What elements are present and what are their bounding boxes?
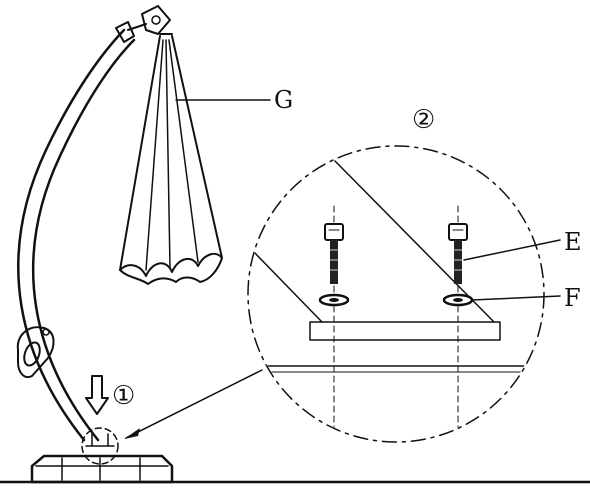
leader-arrow-icon [124,369,263,439]
washer-leader-line [471,295,561,301]
base-bolts [85,433,115,447]
detail-callout-circle [81,427,119,465]
magnified-contents [249,159,543,441]
label-bolt: E [564,228,582,256]
down-arrow-icon [85,375,109,415]
step-2-marker: ② [412,105,435,135]
bolt-right [448,223,468,284]
umbrella-base [30,454,174,484]
washer-right [442,293,474,307]
umbrella-arm [16,5,171,442]
label-canopy: G [274,86,293,114]
washer-left [318,293,350,307]
bolt-leader-line [463,239,561,261]
label-washer: F [564,284,581,312]
folded-canopy [119,33,223,285]
magnified-view-circle [247,145,545,443]
mounting-plate [309,321,501,341]
step-1-marker: ① [112,381,135,411]
bolt-left [324,223,344,284]
